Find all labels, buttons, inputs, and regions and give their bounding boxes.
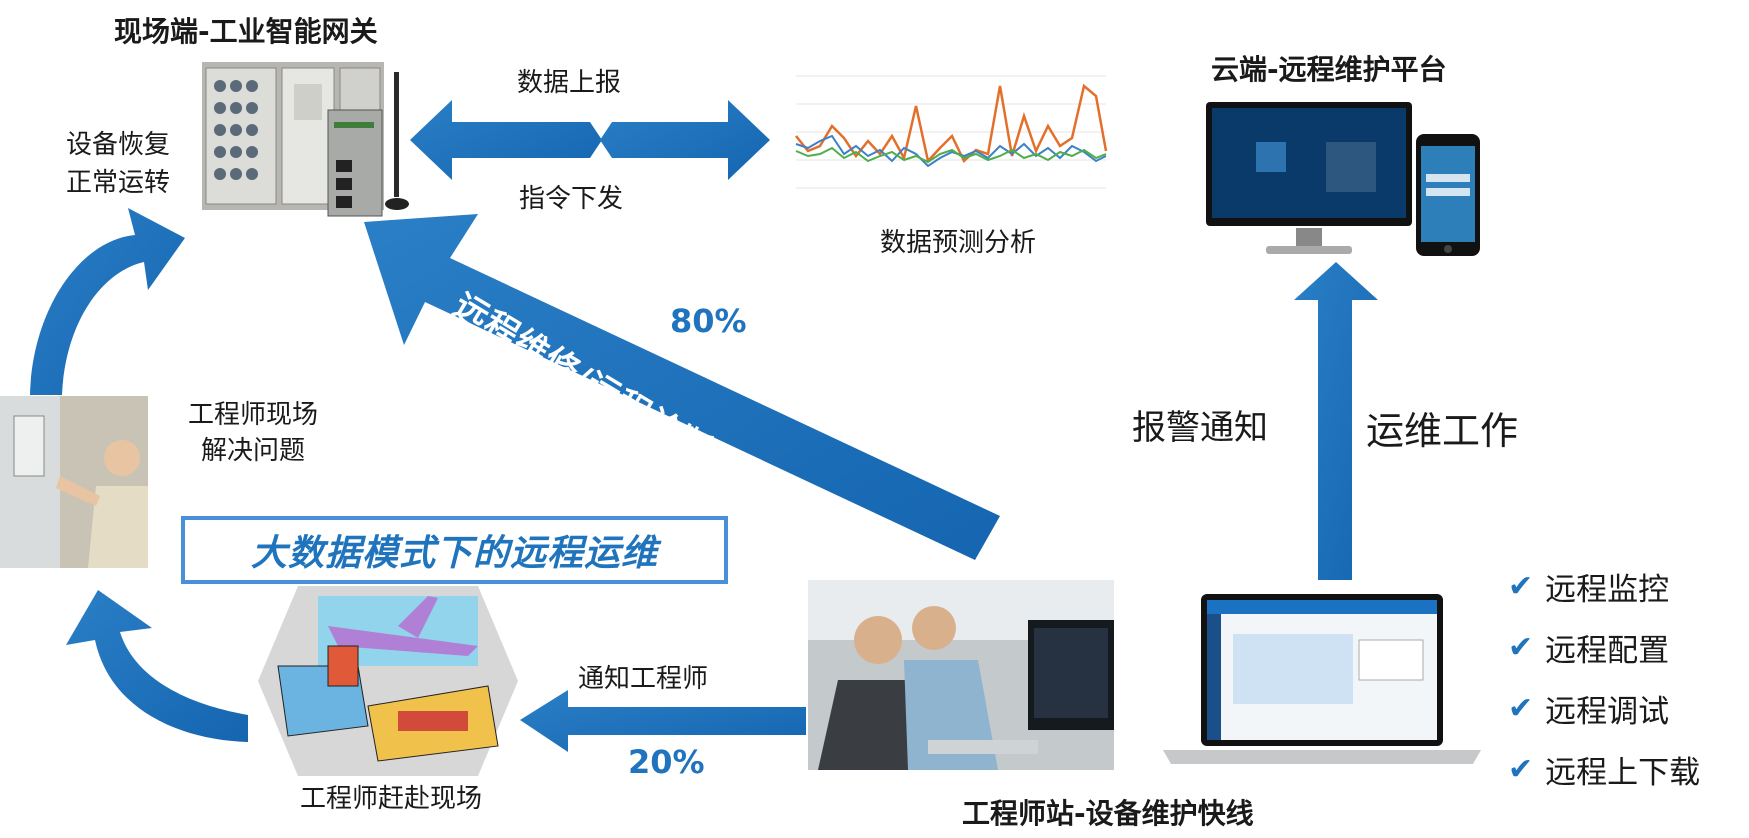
bidirectional-arrow-right [600, 100, 770, 180]
banner-text: 大数据模式下的远程运维 [250, 533, 658, 574]
recover-line1: 设备恢复 [66, 130, 171, 160]
laptop [1163, 594, 1481, 766]
capability-item: ✔ 远程监控 [1508, 569, 1670, 608]
capability-item: ✔ 远程配置 [1508, 630, 1670, 669]
analysis-label: 数据预测分析 [880, 228, 1037, 258]
checkmark-icon: ✔ [1508, 569, 1534, 604]
bidirectional-arrow [410, 100, 602, 180]
checkmark-icon: ✔ [1508, 691, 1534, 726]
travel-curve-arrow [66, 590, 248, 742]
command-label: 指令下发 [519, 184, 624, 214]
station-title: 工程师站-设备维护快线 [962, 797, 1254, 830]
remote-percent: 80% [670, 302, 747, 340]
checkmark-icon: ✔ [1508, 630, 1534, 665]
capability-list: ✔ 远程监控 ✔ 远程配置 ✔ 远程调试 ✔ 远程上下载 [1508, 556, 1700, 800]
travel-illustration [258, 586, 518, 776]
gateway-title: 现场端-工业智能网关 [114, 15, 378, 48]
cloud-title: 云端-远程维护平台 [1211, 53, 1447, 86]
remote-maintenance-arrow [364, 214, 1000, 560]
checkmark-icon: ✔ [1508, 752, 1534, 787]
big-data-banner: 大数据模式下的远程运维 [181, 516, 728, 584]
antenna-icon [384, 72, 410, 212]
engineer-station-photo [808, 580, 1114, 770]
alarm-label: 报警通知 [1132, 408, 1268, 448]
solve-line2: 解决问题 [201, 436, 306, 466]
capability-item: ✔ 远程上下载 [1508, 752, 1701, 791]
notify-left-arrow [520, 690, 806, 752]
alarm-up-arrow [1294, 262, 1378, 580]
recover-curve-arrow [30, 208, 185, 395]
onsite-engineer-photo [0, 396, 148, 568]
gateway-device [326, 100, 384, 218]
mobile-phone [1416, 134, 1480, 256]
travel-label: 工程师赶赴现场 [300, 784, 483, 814]
onsite-percent: 20% [628, 743, 705, 781]
upload-label: 数据上报 [517, 68, 622, 98]
prediction-chart [776, 66, 1114, 206]
recover-line2: 正常运转 [66, 168, 171, 198]
ops-label: 运维工作 [1366, 409, 1519, 453]
cloud-monitor [1206, 102, 1412, 258]
notify-label: 通知工程师 [578, 664, 709, 694]
solve-line1: 工程师现场 [188, 400, 319, 430]
capability-item: ✔ 远程调试 [1508, 691, 1670, 730]
